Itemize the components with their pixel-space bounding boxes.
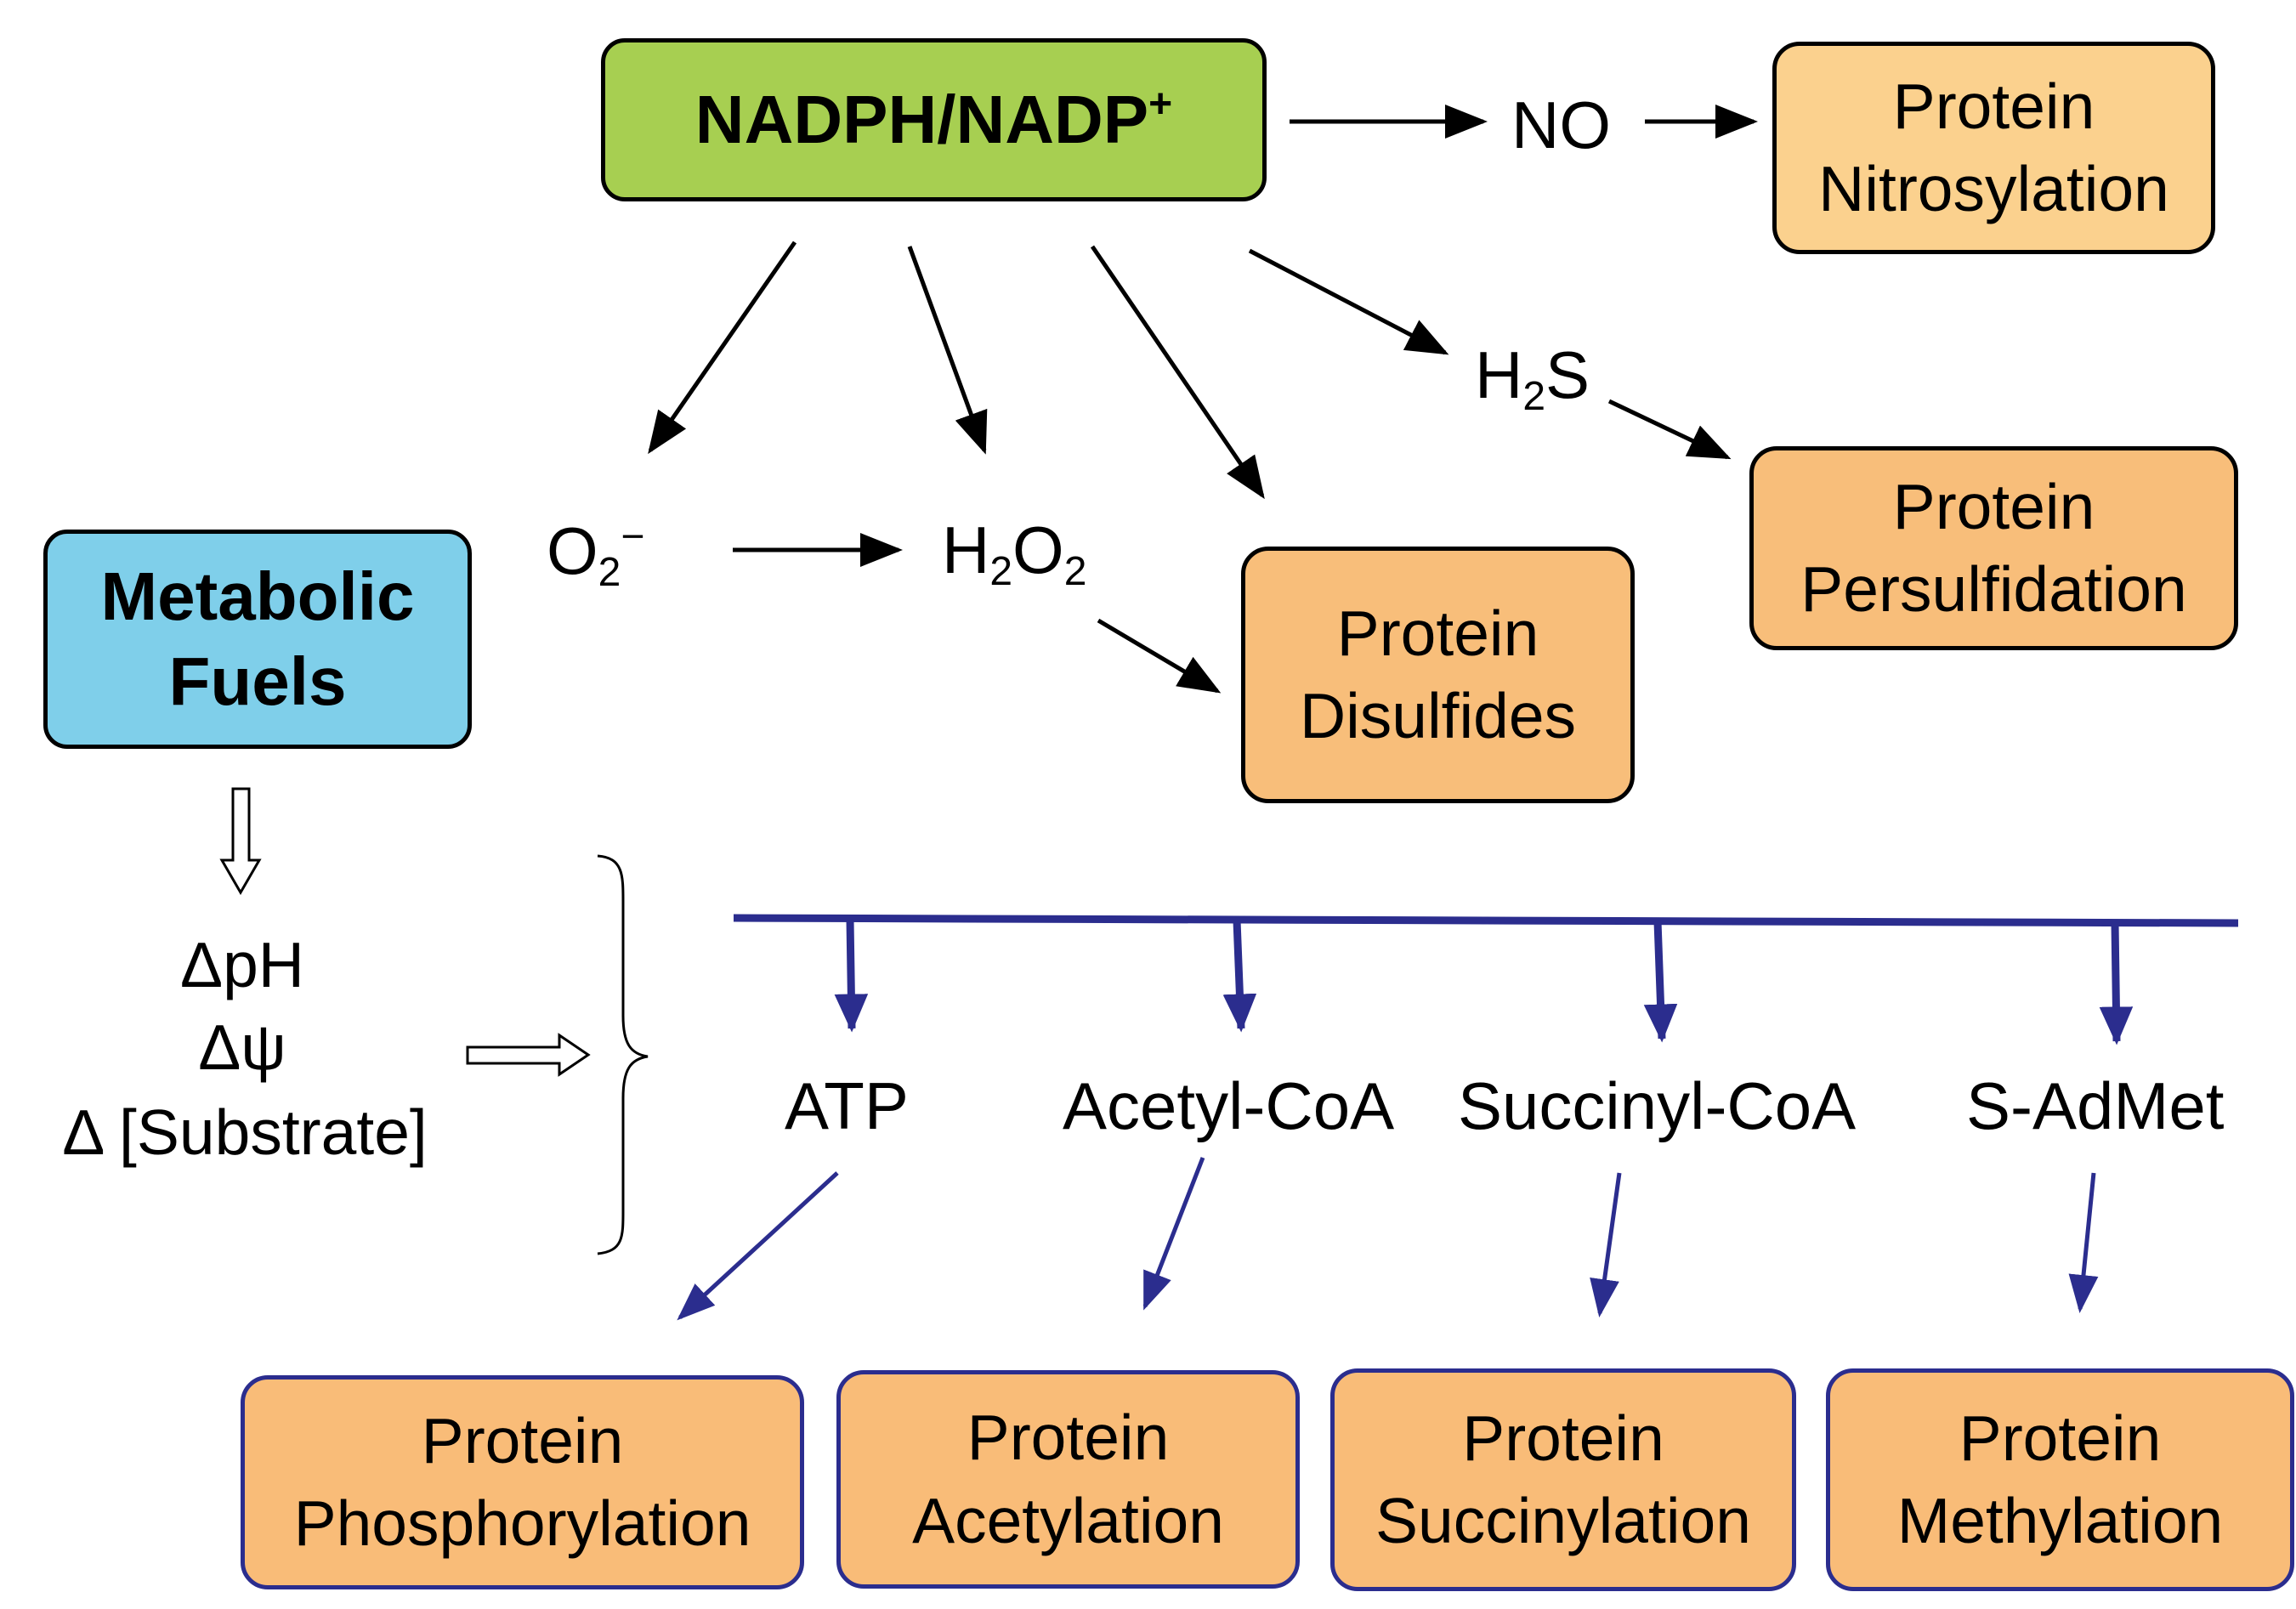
fuels-line1: Metabolic xyxy=(100,558,415,634)
s-admet-label: S-AdMet xyxy=(1966,1068,2225,1143)
acetylation-line2: Acetylation xyxy=(912,1484,1224,1556)
protein-phosphorylation-box: Protein Phosphorylation xyxy=(241,1375,804,1589)
delta-psi-label: Δψ xyxy=(198,1011,286,1083)
no-label: NO xyxy=(1511,88,1611,162)
succinylation-line2: Succinylation xyxy=(1375,1485,1751,1556)
phosphorylation-line2: Phosphorylation xyxy=(293,1487,751,1559)
protein-acetylation-box: Protein Acetylation xyxy=(836,1370,1300,1589)
persulfidation-line1: Protein xyxy=(1892,470,2095,542)
methylation-line1: Protein xyxy=(1959,1402,2162,1474)
protein-methylation-box: Protein Methylation xyxy=(1826,1368,2294,1591)
h2o2-label: H2O2 xyxy=(942,513,1087,594)
acetylation-line1: Protein xyxy=(967,1402,1170,1473)
hollow-arrow-fuels-down xyxy=(219,787,262,895)
nadph-label: NADPH/NADP+ xyxy=(694,82,1173,157)
protein-persulfidation-box: Protein Persulfidation xyxy=(1749,446,2238,650)
h2s-label: H2S xyxy=(1475,337,1590,419)
arrow-h2o2-to-disulfides xyxy=(1097,618,1222,694)
arrow-atp-to-phosphorylation xyxy=(677,1171,839,1321)
energy-bus-line xyxy=(733,914,2239,927)
succinylation-line1: Protein xyxy=(1462,1402,1664,1474)
arrow-nadph-to-superoxide xyxy=(648,241,797,455)
curly-brace xyxy=(597,854,649,1255)
succinyl-coa-label: Succinyl-CoA xyxy=(1458,1068,1857,1143)
disulfides-line2: Disulfides xyxy=(1299,680,1577,751)
nadph-plus: + xyxy=(1148,82,1173,127)
phosphorylation-line1: Protein xyxy=(421,1404,624,1476)
acetyl-coa-label: Acetyl-CoA xyxy=(1063,1068,1395,1143)
protein-disulfides-box: Protein Disulfides xyxy=(1241,547,1635,803)
drop-to-acetyl-coa xyxy=(1222,920,1257,1033)
metabolic-fuels-box: Metabolic Fuels xyxy=(43,530,472,749)
superoxide-label: O2− xyxy=(547,513,645,595)
methylation-line2: Methylation xyxy=(1896,1485,2224,1556)
arrow-nadph-to-h2s xyxy=(1248,248,1449,355)
arrow-h2s-to-persulfidation xyxy=(1607,399,1732,460)
arrow-succinyl-coa-to-succinylation xyxy=(1590,1172,1622,1317)
arrow-acetyl-coa-to-acetylation xyxy=(1142,1157,1205,1311)
nadph-box: NADPH/NADP+ xyxy=(601,38,1267,201)
arrow-nadph-to-disulfides xyxy=(1090,245,1265,500)
nitrosylation-line1: Protein xyxy=(1892,70,2095,142)
drop-to-atp xyxy=(834,919,869,1033)
hollow-arrow-gradients-right xyxy=(466,1033,591,1077)
drop-to-s-admet xyxy=(2099,922,2134,1045)
delta-ph-label: ΔpH xyxy=(180,929,304,1000)
drop-to-succinyl-coa xyxy=(1643,921,1678,1043)
persulfidation-line2: Persulfidation xyxy=(1800,553,2187,625)
arrow-nadph-to-h2o2 xyxy=(907,246,988,455)
nitrosylation-line2: Nitrosylation xyxy=(1818,153,2169,224)
arrow-s-admet-to-methylation xyxy=(2068,1172,2099,1313)
disulfides-line1: Protein xyxy=(1336,597,1539,669)
atp-label: ATP xyxy=(785,1068,909,1143)
protein-nitrosylation-box: Protein Nitrosylation xyxy=(1772,42,2215,254)
delta-substrate-label: Δ [Substrate] xyxy=(62,1096,428,1168)
protein-succinylation-box: Protein Succinylation xyxy=(1330,1368,1796,1591)
fuels-line2: Fuels xyxy=(168,643,347,719)
